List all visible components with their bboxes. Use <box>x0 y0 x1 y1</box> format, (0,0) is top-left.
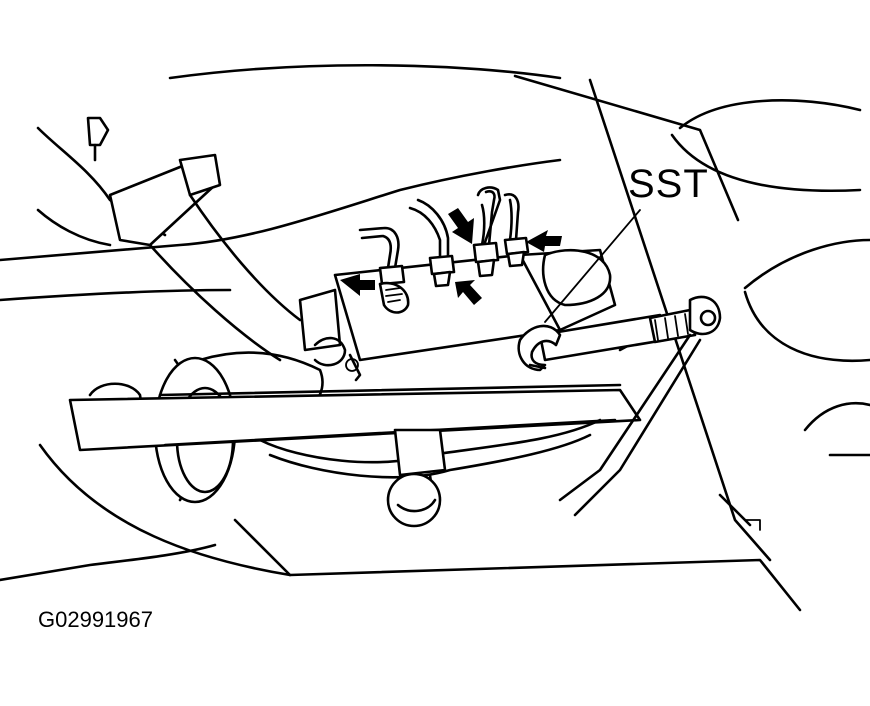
arrow-2-icon <box>448 208 474 244</box>
sst-label: SST <box>628 162 709 206</box>
arrow-1-icon <box>340 274 375 296</box>
brake-lines <box>358 186 520 270</box>
flare-nuts <box>378 236 530 314</box>
vehicle-body-outline <box>0 63 870 612</box>
figure-code: G02991967 <box>38 607 153 632</box>
arrow-3-icon <box>455 280 482 305</box>
steering-gear-housing <box>68 248 642 528</box>
indicator-arrows <box>340 208 562 305</box>
arrow-4-icon <box>526 230 562 252</box>
sst-leader-line <box>544 209 641 323</box>
sst-wrench <box>517 295 722 517</box>
frame-crossmember <box>0 116 562 362</box>
